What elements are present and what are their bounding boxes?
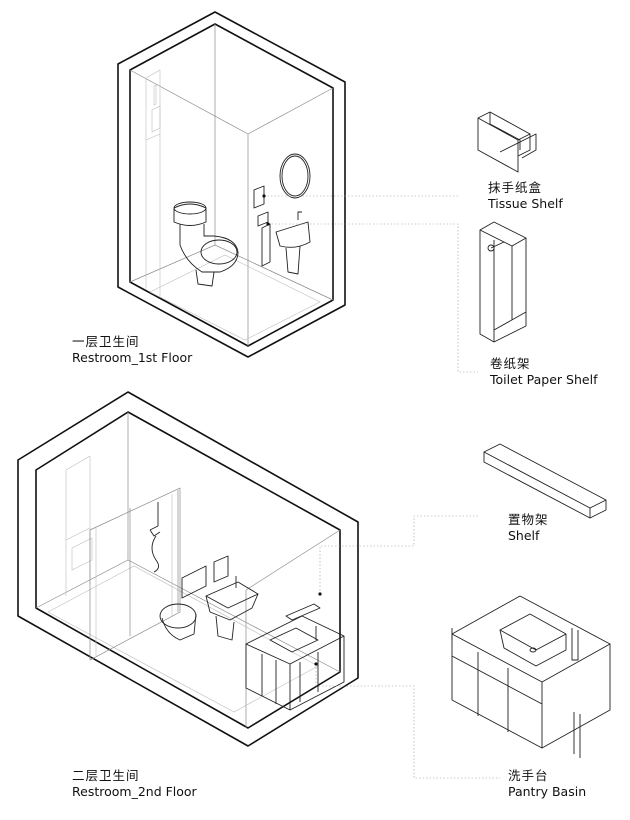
shelf-drawing: [483, 443, 607, 519]
label-en: Restroom_2nd Floor: [72, 784, 197, 799]
label-en: Shelf: [508, 528, 540, 543]
label-tissue-shelf: 抹手纸盒 Tissue Shelf: [488, 180, 563, 212]
label-en: Tissue Shelf: [488, 196, 563, 211]
label-en: Toilet Paper Shelf: [490, 372, 598, 387]
second-floor-walls: [17, 391, 359, 747]
pantry-basin-drawing: [451, 595, 611, 758]
label-restroom-first-floor: 一层卫生间 Restroom_1st Floor: [72, 334, 192, 366]
tissue-shelf-drawing: [477, 111, 537, 173]
wall-basin: [205, 555, 259, 641]
toilet-second-floor: [159, 565, 207, 641]
label-zh: 一层卫生间: [72, 334, 140, 349]
label-shelf: 置物架 Shelf: [508, 512, 549, 544]
toilet-paper-shelf-drawing: [479, 221, 527, 343]
wall-shelf-mounted: [285, 603, 321, 621]
first-floor-walls: [117, 11, 346, 358]
restroom-second-floor: [17, 391, 500, 779]
tissue-box-mounted: [253, 185, 265, 209]
label-en: Restroom_1st Floor: [72, 350, 193, 365]
label-zh: 抹手纸盒: [488, 180, 543, 195]
label-pantry-basin: 洗手台 Pantry Basin: [508, 768, 586, 800]
restroom-first-floor: [117, 11, 478, 373]
label-zh: 置物架: [508, 512, 549, 527]
round-mirror: [279, 153, 311, 199]
shower-partition: [89, 487, 181, 661]
label-restroom-second-floor: 二层卫生间 Restroom_2nd Floor: [72, 768, 197, 800]
label-zh: 二层卫生间: [72, 768, 140, 783]
label-en: Pantry Basin: [508, 784, 587, 799]
label-zh: 卷纸架: [490, 356, 531, 371]
shower-head: [149, 502, 161, 573]
toilet-first-floor: [173, 201, 239, 287]
label-zh: 洗手台: [508, 768, 549, 783]
label-toilet-paper-shelf: 卷纸架 Toilet Paper Shelf: [490, 356, 597, 388]
pedestal-sink: [275, 211, 311, 275]
vanity-unit: [245, 615, 345, 711]
